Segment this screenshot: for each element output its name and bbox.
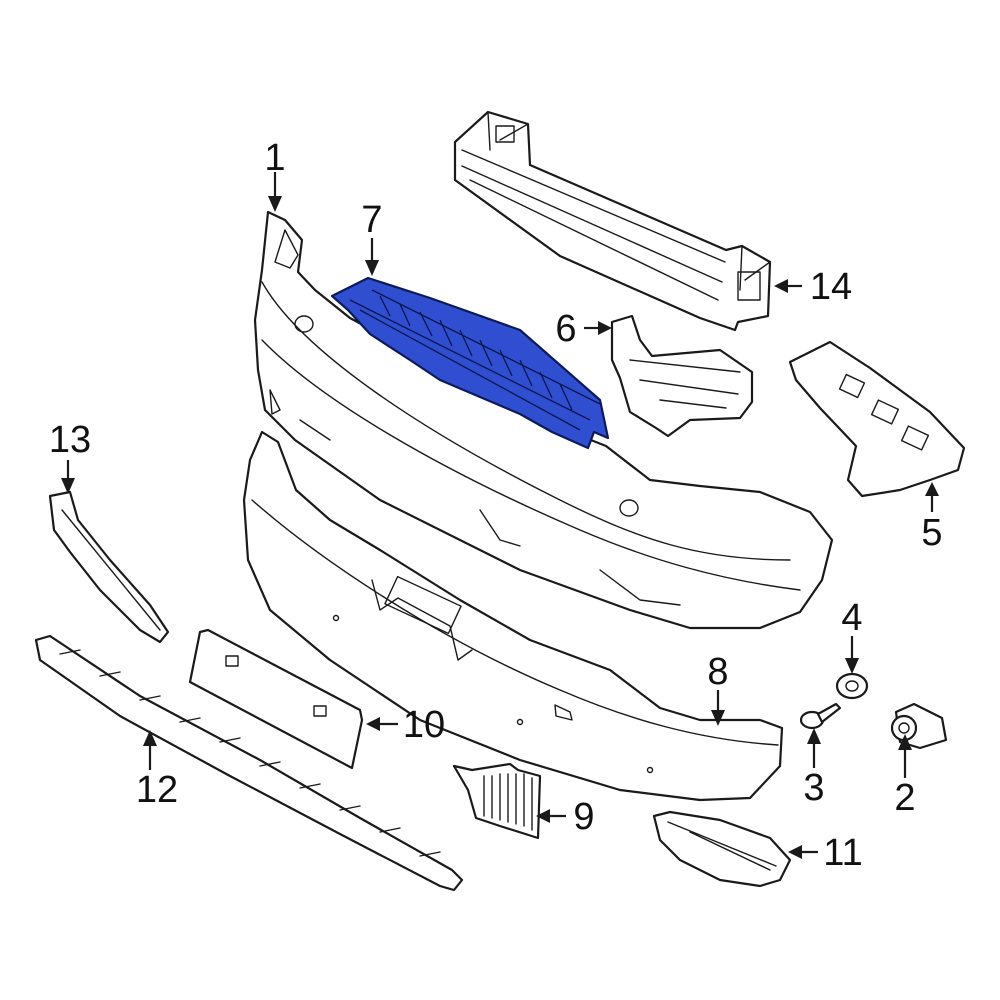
part-3-screw[interactable] [799,702,842,730]
callout-4[interactable]: 4 [841,597,862,639]
part-10-license-plate-panel[interactable] [188,628,364,770]
callout-5[interactable]: 5 [921,512,942,554]
callout-11[interactable]: 11 [823,832,862,874]
part-7-energy-absorber[interactable] [330,276,610,450]
part-1-bumper-cover[interactable] [253,210,834,630]
callout-6[interactable]: 6 [555,308,576,350]
callout-3[interactable]: 3 [803,767,824,809]
callout-14[interactable]: 14 [810,266,852,308]
callout-7[interactable]: 7 [361,199,382,241]
part-9-cover[interactable] [452,762,542,840]
callout-8[interactable]: 8 [707,651,728,693]
part-12-lower-trim-strip[interactable] [34,634,464,892]
part-8-lower-valance[interactable] [242,430,784,802]
part-2-park-sensor[interactable] [890,702,948,750]
callout-9[interactable]: 9 [573,796,594,838]
part-4-grommet[interactable] [835,672,869,700]
part-6-bracket[interactable] [610,314,754,438]
part-11-reflector-housing[interactable] [652,810,792,888]
callout-12[interactable]: 12 [136,769,178,811]
part-5-side-bracket[interactable] [788,340,966,498]
leader-lines [61,172,939,859]
part-14-reinforcement-beam[interactable] [453,110,772,332]
callout-1[interactable]: 1 [264,137,285,179]
callout-13[interactable]: 13 [49,419,91,461]
callout-2[interactable]: 2 [894,777,915,819]
part-13-corner-trim[interactable] [48,490,170,644]
callout-10[interactable]: 10 [403,704,445,746]
